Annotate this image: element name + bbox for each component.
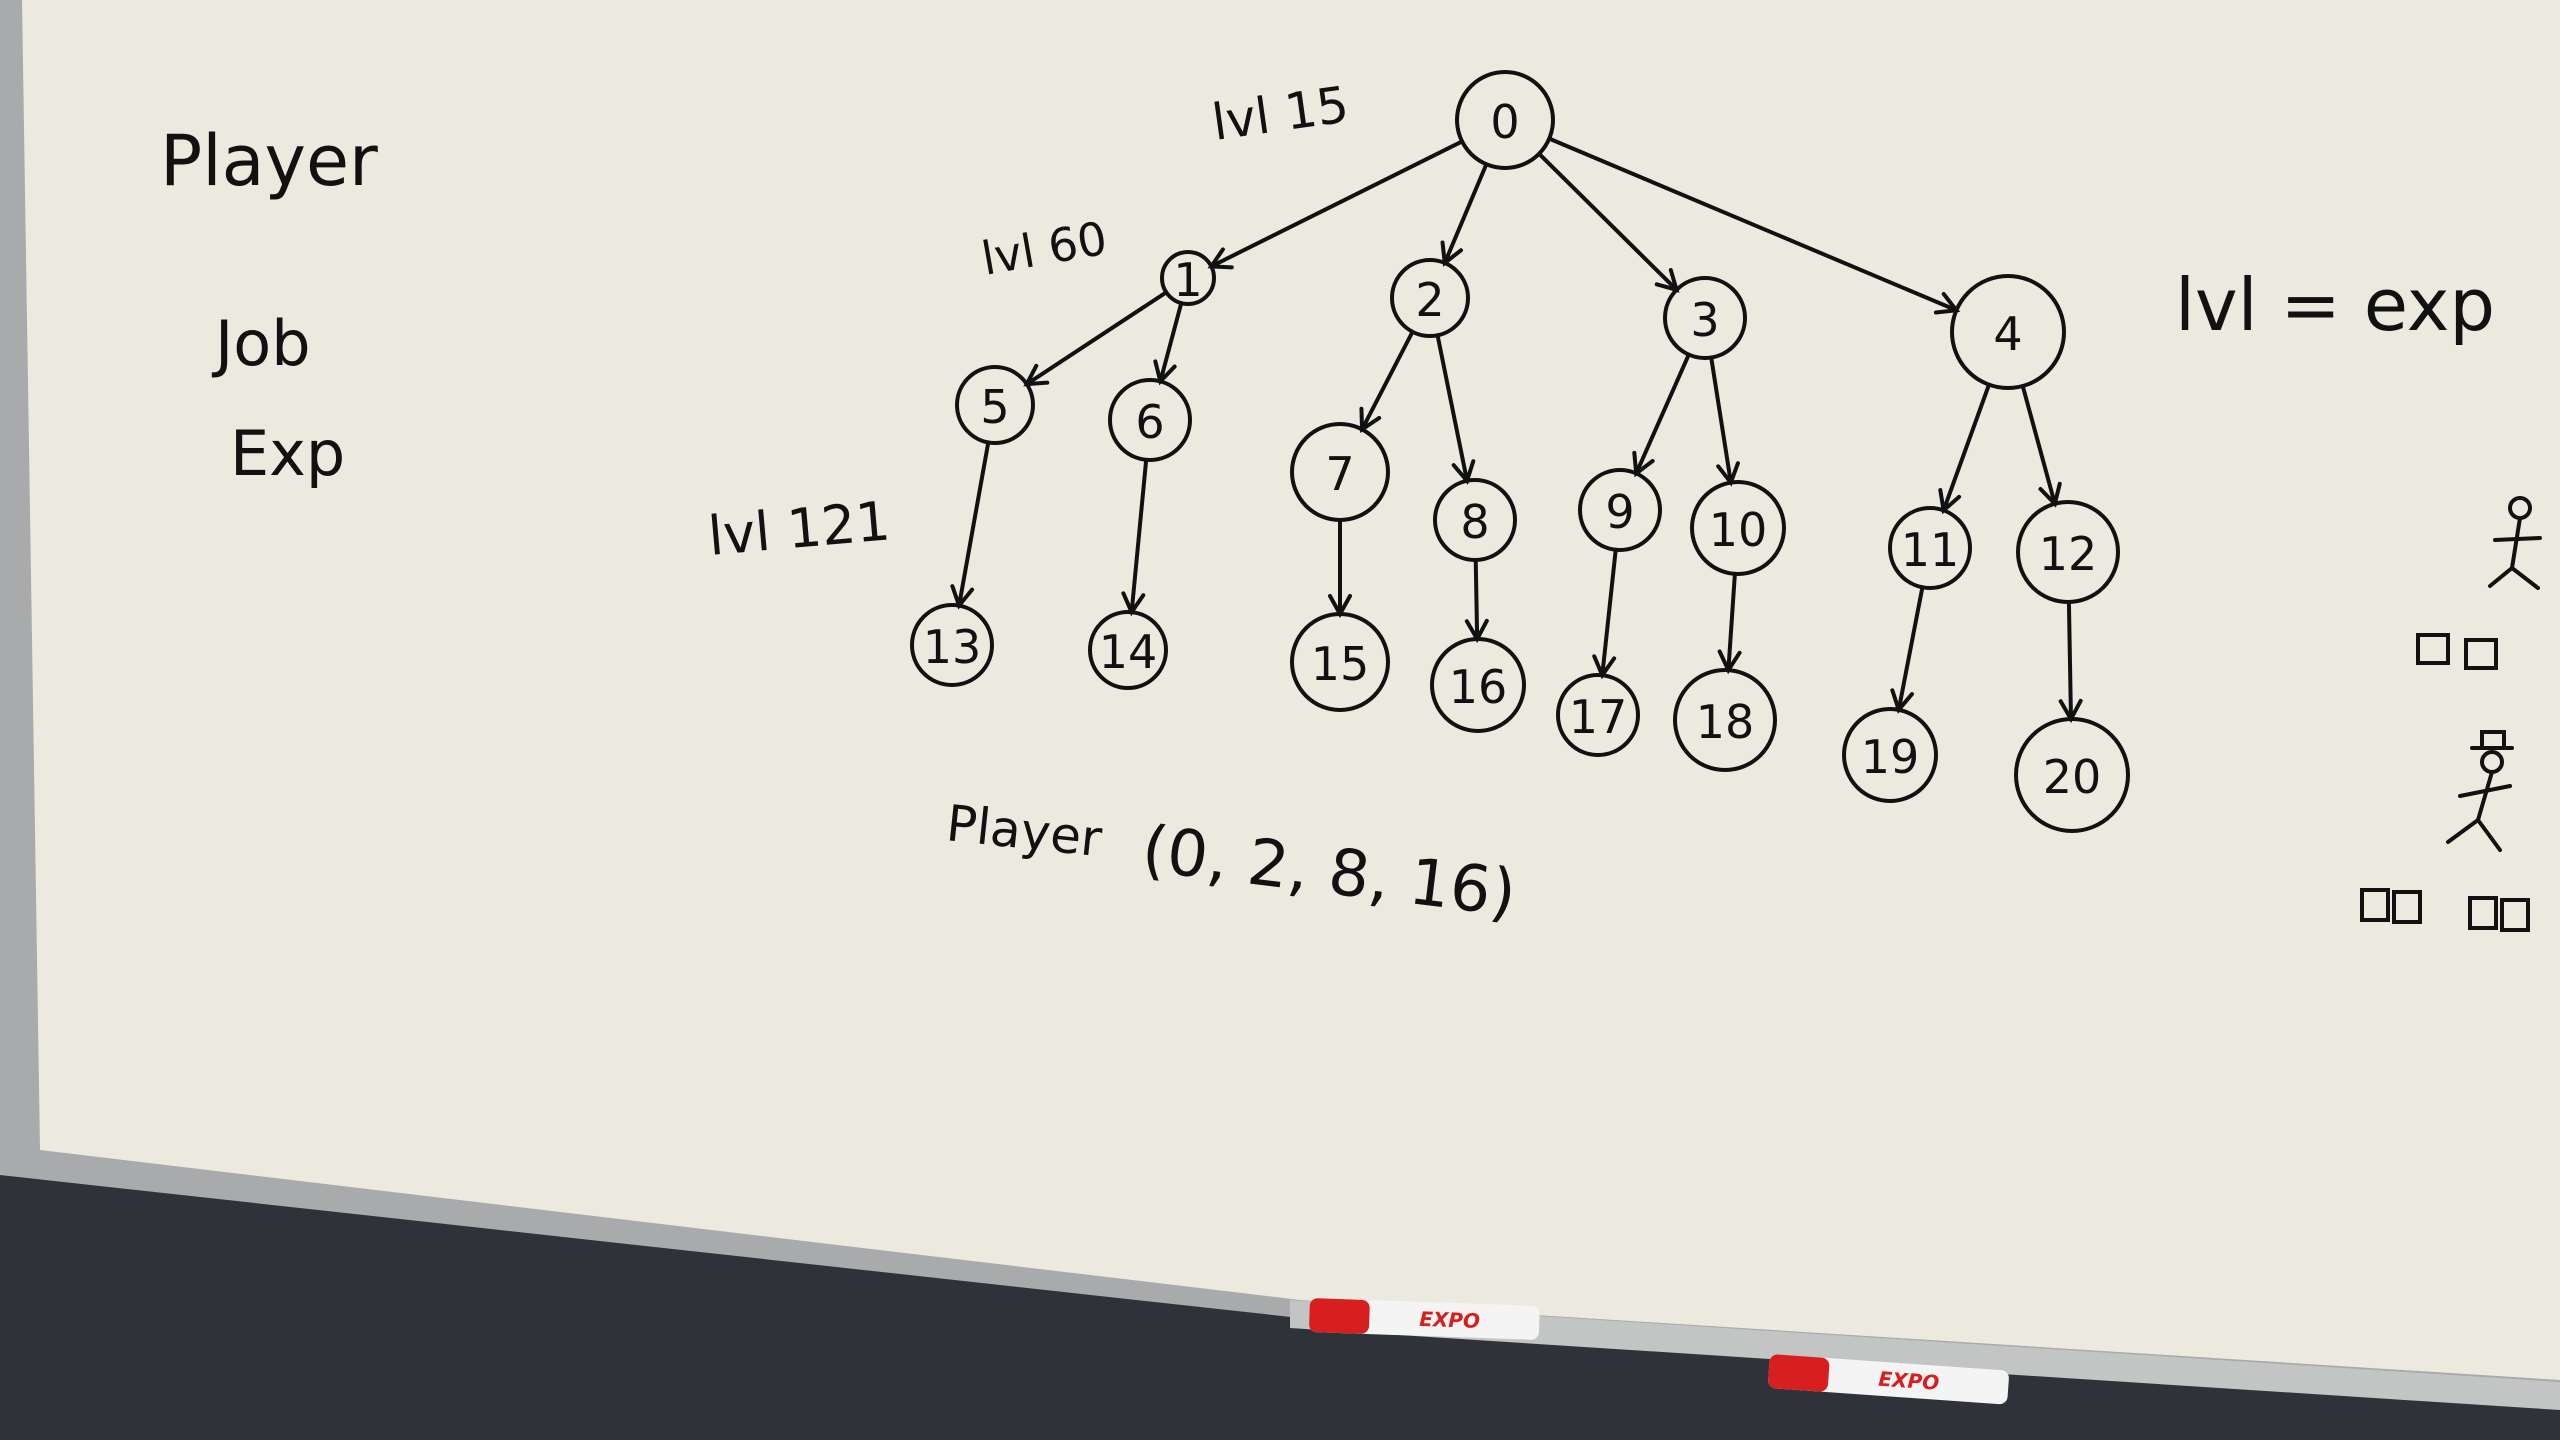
node-label-1: 1	[1173, 253, 1202, 307]
annotation-formula: lvl = exp	[2175, 263, 2495, 347]
tree-node-15: 15	[1290, 612, 1390, 712]
node-circle-0	[1455, 70, 1555, 170]
tree-edge-10-18	[1726, 571, 1737, 673]
tree-node-16: 16	[1430, 637, 1526, 733]
marker-2[interactable]: EXPO	[1768, 1354, 2010, 1405]
marker-1[interactable]: EXPO	[1309, 1298, 1540, 1340]
node-circle-16	[1430, 637, 1526, 733]
node-label-8: 8	[1460, 495, 1489, 549]
node-circle-1	[1160, 250, 1216, 306]
label-player: Player	[160, 120, 378, 202]
box-quad-icon	[2360, 888, 2530, 932]
tree-node-17: 17	[1556, 673, 1640, 757]
tree-edge-6-14	[1129, 457, 1149, 615]
marker-1-label: EXPO	[1419, 1307, 1481, 1333]
tree-edge-12-20	[2066, 599, 2073, 722]
node-label-16: 16	[1449, 660, 1508, 714]
node-label-18: 18	[1696, 695, 1755, 749]
node-label-3: 3	[1690, 293, 1719, 347]
tree-node-7: 7	[1290, 422, 1390, 522]
node-label-10: 10	[1709, 503, 1768, 557]
tree-node-14: 14	[1088, 610, 1168, 690]
tree-edge-0-4	[1547, 136, 1959, 313]
node-circle-6	[1108, 378, 1192, 462]
tree-edge-0-2	[1442, 162, 1489, 265]
node-circle-19	[1842, 707, 1938, 803]
tree-node-11: 11	[1888, 506, 1972, 590]
stick-figure-icon	[2488, 496, 2542, 590]
node-circle-4	[1950, 274, 2066, 390]
node-circle-20	[2014, 717, 2130, 833]
node-circle-17	[1556, 673, 1640, 757]
tree-edge-5-13	[957, 440, 991, 608]
node-label-17: 17	[1569, 690, 1628, 744]
node-circle-13	[910, 603, 994, 687]
node-circle-15	[1290, 612, 1390, 712]
node-label-9: 9	[1605, 485, 1634, 539]
node-circle-14	[1088, 610, 1168, 690]
node-label-4: 4	[1993, 307, 2022, 361]
tree-edge-2-8	[1435, 333, 1470, 483]
tree-node-8: 8	[1433, 478, 1517, 562]
node-label-11: 11	[1901, 523, 1960, 577]
tree-node-5: 5	[955, 365, 1035, 445]
node-circle-3	[1663, 276, 1747, 360]
tree-edge-4-12	[2020, 384, 2057, 506]
label-exp: Exp	[230, 417, 345, 490]
node-circle-11	[1888, 506, 1972, 590]
marker-2-label: EXPO	[1878, 1367, 1940, 1395]
node-label-19: 19	[1861, 730, 1920, 784]
tree-node-19: 19	[1842, 707, 1938, 803]
node-circle-18	[1673, 668, 1777, 772]
node-label-5: 5	[980, 380, 1009, 434]
node-circle-10	[1690, 480, 1786, 576]
tree-node-18: 18	[1673, 668, 1777, 772]
tree-edge-0-3	[1537, 151, 1679, 292]
tree-node-1: 1	[1160, 250, 1216, 307]
node-label-15: 15	[1311, 637, 1370, 691]
node-label-13: 13	[923, 620, 982, 674]
tree-edge-4-11	[1941, 382, 1991, 513]
tree-node-3: 3	[1663, 276, 1747, 360]
node-label-6: 6	[1135, 395, 1164, 449]
node-label-7: 7	[1325, 447, 1354, 501]
node-circle-2	[1390, 258, 1470, 338]
node-circle-12	[2016, 500, 2120, 604]
node-label-0: 0	[1490, 95, 1519, 149]
tree-edge-8-16	[1473, 557, 1480, 642]
tree-node-0: 0	[1455, 70, 1555, 170]
node-circle-5	[955, 365, 1035, 445]
tree-node-2: 2	[1390, 258, 1470, 338]
tree-edge-9-17	[1600, 547, 1618, 678]
tree-edge-3-10	[1709, 355, 1733, 485]
whiteboard-surface	[22, 0, 2560, 1380]
node-label-2: 2	[1415, 273, 1444, 327]
node-label-14: 14	[1099, 625, 1158, 679]
node-label-20: 20	[2043, 750, 2102, 804]
marker-tray	[1290, 1300, 2560, 1410]
tree-edge-2-7	[1360, 329, 1415, 432]
tree-node-20: 20	[2014, 717, 2130, 833]
node-circle-8	[1433, 478, 1517, 562]
tree-node-12: 12	[2016, 500, 2120, 604]
node-circle-9	[1578, 468, 1662, 552]
stick-figure-hat-icon	[2446, 730, 2514, 852]
tree-edge-1-5	[1024, 290, 1169, 387]
tree-edge-11-19	[1896, 585, 1925, 712]
label-job: Job	[211, 307, 311, 380]
tree-edge-3-9	[1634, 352, 1691, 476]
tree-edge-1-6	[1158, 301, 1184, 384]
tree-node-10: 10	[1690, 480, 1786, 576]
tree-node-13: 13	[910, 603, 994, 687]
box-pair-icon	[2416, 633, 2498, 670]
tree-edge-0-1	[1209, 139, 1465, 269]
node-circle-7	[1290, 422, 1390, 522]
node-label-12: 12	[2039, 527, 2098, 581]
tree-node-4: 4	[1950, 274, 2066, 390]
tree-node-6: 6	[1108, 378, 1192, 462]
tree-node-9: 9	[1578, 468, 1662, 552]
